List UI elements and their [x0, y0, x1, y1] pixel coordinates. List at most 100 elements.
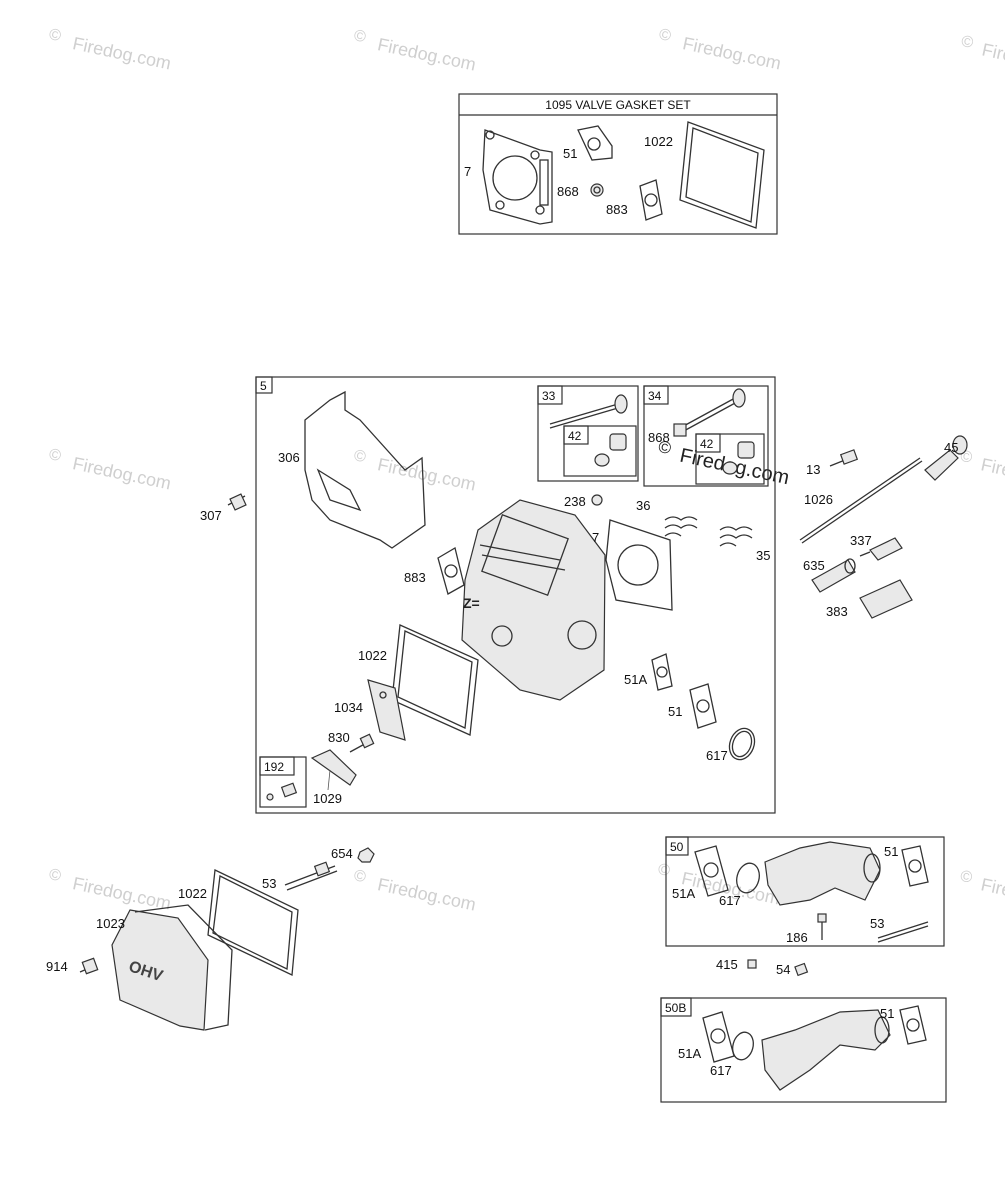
valve-cover-gasket-icon[interactable]: [679, 121, 765, 229]
push-rod-icon[interactable]: [799, 457, 923, 544]
fitting-icon[interactable]: [817, 913, 827, 940]
label-36: 36: [636, 498, 650, 513]
label-1034: 1034: [334, 700, 363, 715]
watermark: © Firedog.com: [352, 27, 478, 75]
intake-valve-icon[interactable]: [549, 394, 628, 429]
intake-gasket-icon[interactable]: [689, 683, 717, 729]
intake-gasket-icon[interactable]: [577, 125, 613, 161]
label-868: 868: [557, 184, 579, 199]
watermark: © Firedog.com: [352, 447, 478, 495]
label-654: 654: [331, 846, 353, 861]
label-617: 617: [710, 1063, 732, 1078]
manifold-50b-title: 50B: [665, 1001, 686, 1015]
watermark-symbol: ©: [47, 446, 62, 465]
rocker-arm-icon[interactable]: [310, 749, 357, 786]
gasket-icon[interactable]: [901, 845, 929, 887]
keeper-42-title: 42: [700, 437, 714, 451]
label-54: 54: [776, 962, 790, 977]
watermark-dark: © Firedog.com: [657, 437, 792, 489]
valve-34-title: 34: [648, 389, 662, 403]
leader-line: [327, 769, 331, 791]
valve-tappet-screw-icon[interactable]: [829, 449, 859, 467]
screw-icon[interactable]: [79, 957, 99, 975]
manifold-50-title: 50: [670, 840, 684, 854]
gasket-icon[interactable]: [899, 1005, 927, 1045]
label-883: 883: [606, 202, 628, 217]
valve-gasket-set-box: 1095 VALVE GASKET SET 7 51 1022 868: [458, 93, 778, 235]
watermark: © Firedog.com: [352, 867, 477, 915]
valve-spring-icon[interactable]: [719, 526, 753, 547]
valve-cover-icon[interactable]: OHV: [111, 904, 233, 1031]
exhaust-gasket-icon[interactable]: [651, 653, 673, 691]
label-1022: 1022: [358, 648, 387, 663]
breather-plate-icon[interactable]: [367, 679, 406, 741]
intake-manifold-icon[interactable]: [764, 841, 881, 906]
label-51A: 51A: [672, 886, 695, 901]
spark-plug-boot-icon[interactable]: [811, 558, 856, 593]
watermark: © Firedog.com: [47, 866, 172, 914]
label-883: 883: [404, 570, 426, 585]
label-51A: 51A: [678, 1046, 701, 1061]
label-51A: 51A: [624, 672, 647, 687]
watermark: © Firedog.com: [960, 33, 1005, 80]
watermark-symbol: ©: [352, 867, 367, 886]
head-gasket-icon[interactable]: [482, 129, 553, 225]
label-617: 617: [719, 893, 741, 908]
intake-manifold-icon[interactable]: [761, 1009, 891, 1091]
breather-tube-icon[interactable]: [349, 733, 375, 753]
spark-plug-icon[interactable]: [859, 537, 903, 561]
label-51: 51: [884, 844, 898, 859]
valve-gasket-set-title: 1095 VALVE GASKET SET: [545, 98, 691, 112]
o-ring-icon[interactable]: [725, 725, 758, 763]
head-gasket-icon[interactable]: [605, 519, 673, 611]
stud-icon[interactable]: [877, 921, 929, 943]
nut-icon[interactable]: [747, 959, 757, 969]
label-830: 830: [328, 730, 350, 745]
manifold-50b-box: 50B 51A 617 51: [660, 997, 947, 1103]
ignition-clip-icon[interactable]: [859, 579, 913, 619]
valve-keeper-icon[interactable]: [594, 433, 627, 467]
watermark-symbol: ©: [959, 868, 974, 887]
label-635: 635: [803, 558, 825, 573]
keeper-42-title: 42: [568, 429, 582, 443]
cylinder-head-title: 5: [260, 379, 267, 393]
label-45: 45: [944, 440, 958, 455]
valve-seal-icon[interactable]: [590, 183, 604, 197]
screw-icon[interactable]: [794, 962, 809, 977]
o-ring-icon[interactable]: [730, 1030, 757, 1062]
exhaust-gasket-icon[interactable]: [639, 179, 663, 221]
screw-icon[interactable]: [266, 782, 298, 801]
watermark-symbol: ©: [47, 26, 62, 45]
breather-spacer-icon[interactable]: [591, 494, 603, 506]
watermark: © Firedog.com: [657, 26, 782, 74]
exhaust-valve-icon[interactable]: [673, 388, 746, 437]
label-53: 53: [262, 876, 276, 891]
svg-text:Z=: Z=: [463, 595, 480, 611]
cylinder-head-icon[interactable]: Z=: [461, 499, 606, 701]
o-ring-icon[interactable]: [733, 861, 762, 896]
valve-spring-icon[interactable]: [664, 516, 698, 537]
gasket-icon[interactable]: [702, 1011, 735, 1063]
screw-icon[interactable]: [227, 493, 247, 511]
watermark-text: Firedog.com: [376, 454, 478, 494]
tappet-icon[interactable]: [924, 435, 968, 481]
label-51: 51: [563, 146, 577, 161]
watermark-symbol: ©: [656, 861, 671, 880]
watermark-text: Firedog.com: [376, 34, 478, 74]
stud-icon[interactable]: [284, 861, 338, 891]
watermark-symbol: ©: [352, 447, 367, 466]
exhaust-gasket-icon[interactable]: [437, 546, 465, 595]
valve-gasket-set-frame: [458, 93, 778, 235]
label-51: 51: [880, 1006, 894, 1021]
air-shroud-icon[interactable]: [304, 390, 426, 549]
valve-keeper-icon[interactable]: [722, 441, 755, 475]
kit-192-title: 192: [264, 760, 284, 774]
nut-icon[interactable]: [357, 847, 375, 863]
valve-cover-gasket-icon[interactable]: [391, 624, 479, 736]
gasket-icon[interactable]: [694, 845, 729, 897]
label-868: 868: [648, 430, 670, 445]
cylinder-head-title-box: [255, 376, 273, 394]
valve-cover-gasket-icon[interactable]: [207, 869, 299, 976]
label-1022: 1022: [644, 134, 673, 149]
label-415: 415: [716, 957, 738, 972]
